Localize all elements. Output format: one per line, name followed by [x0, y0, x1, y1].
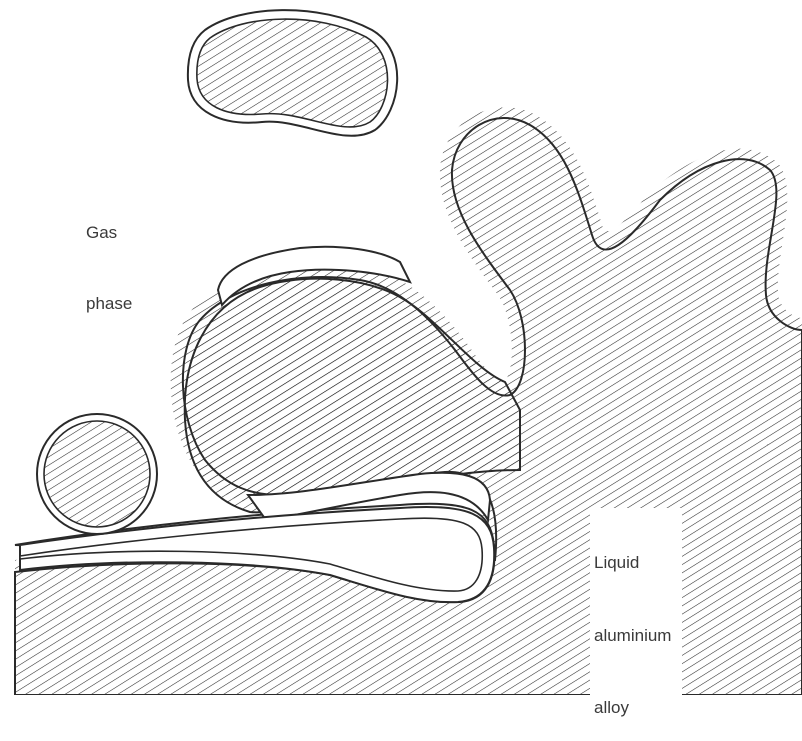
liquid-label-line1: Liquid: [594, 552, 678, 574]
gas-label-line1: Gas: [86, 222, 132, 244]
gas-phase-label: Gas phase: [86, 178, 132, 337]
liquid-alloy-label: Liquid aluminium alloy: [590, 508, 682, 741]
liquid-label-line2: aluminium: [594, 625, 678, 647]
oxidised-droplet-small: [37, 414, 157, 534]
liquid-label-line3: alloy: [594, 697, 678, 719]
droplet-small-metal: [44, 421, 150, 527]
oxidised-droplet-top: [188, 10, 397, 136]
droplet-top-metal: [197, 19, 388, 127]
entrained-oxide-lobe: [185, 247, 520, 520]
gas-label-line2: phase: [86, 293, 132, 315]
diagram: Gas phase Liquid aluminium alloy: [0, 0, 802, 695]
